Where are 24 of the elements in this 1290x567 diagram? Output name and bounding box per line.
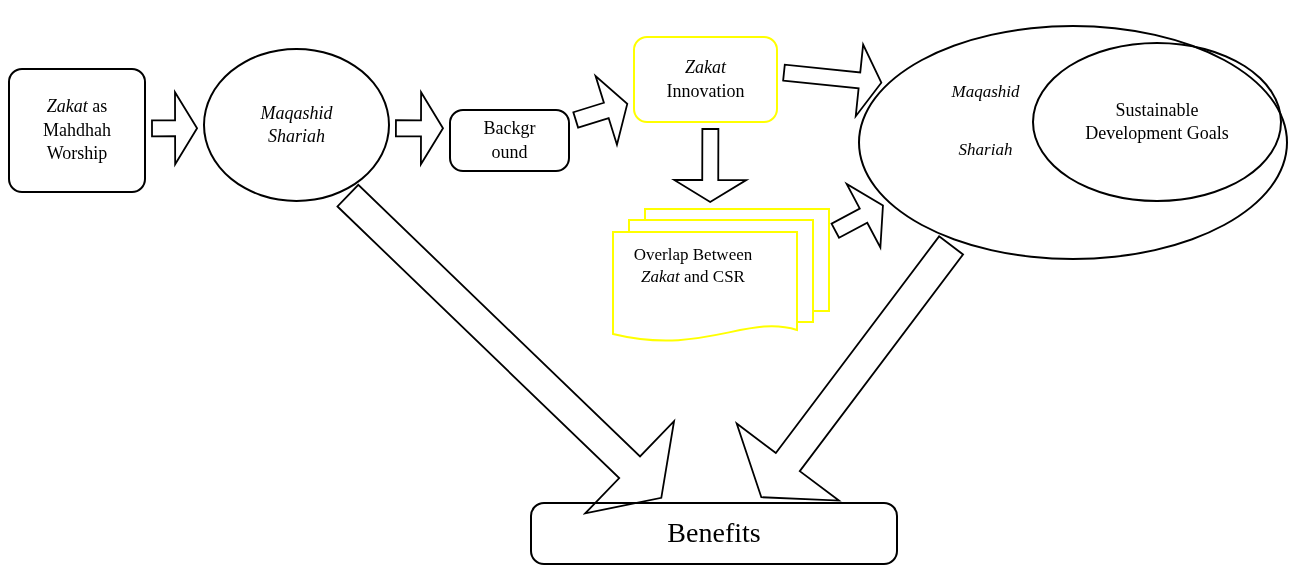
block-arrow	[734, 235, 965, 502]
node-label: Maqashid Shariah	[259, 101, 334, 148]
node-label: Backgr ound	[482, 117, 537, 164]
node-label: Overlap Between Zakat and CSR	[632, 244, 754, 289]
process-box	[530, 502, 898, 565]
node-label: Zakat as Mahdhah Worship	[42, 95, 112, 166]
ellipse-node	[1032, 42, 1282, 202]
node-label: Benefits	[666, 516, 762, 551]
ellipse-node	[858, 25, 1288, 260]
block-arrow	[336, 183, 676, 515]
block-arrow	[395, 89, 445, 168]
node-label: Sustainable Development Goals	[1084, 98, 1230, 145]
block-arrow	[782, 41, 883, 120]
node-label: Maqashid Shariah	[950, 81, 1021, 161]
process-box	[449, 109, 570, 172]
block-arrow	[572, 73, 629, 149]
ellipse-node	[203, 48, 390, 202]
block-arrow	[671, 128, 750, 204]
block-arrow	[830, 181, 884, 251]
process-box	[633, 36, 778, 123]
document-stack	[612, 208, 830, 342]
node-label: Zakat Innovation	[665, 56, 746, 103]
block-arrow	[151, 89, 199, 168]
process-box	[8, 68, 146, 193]
